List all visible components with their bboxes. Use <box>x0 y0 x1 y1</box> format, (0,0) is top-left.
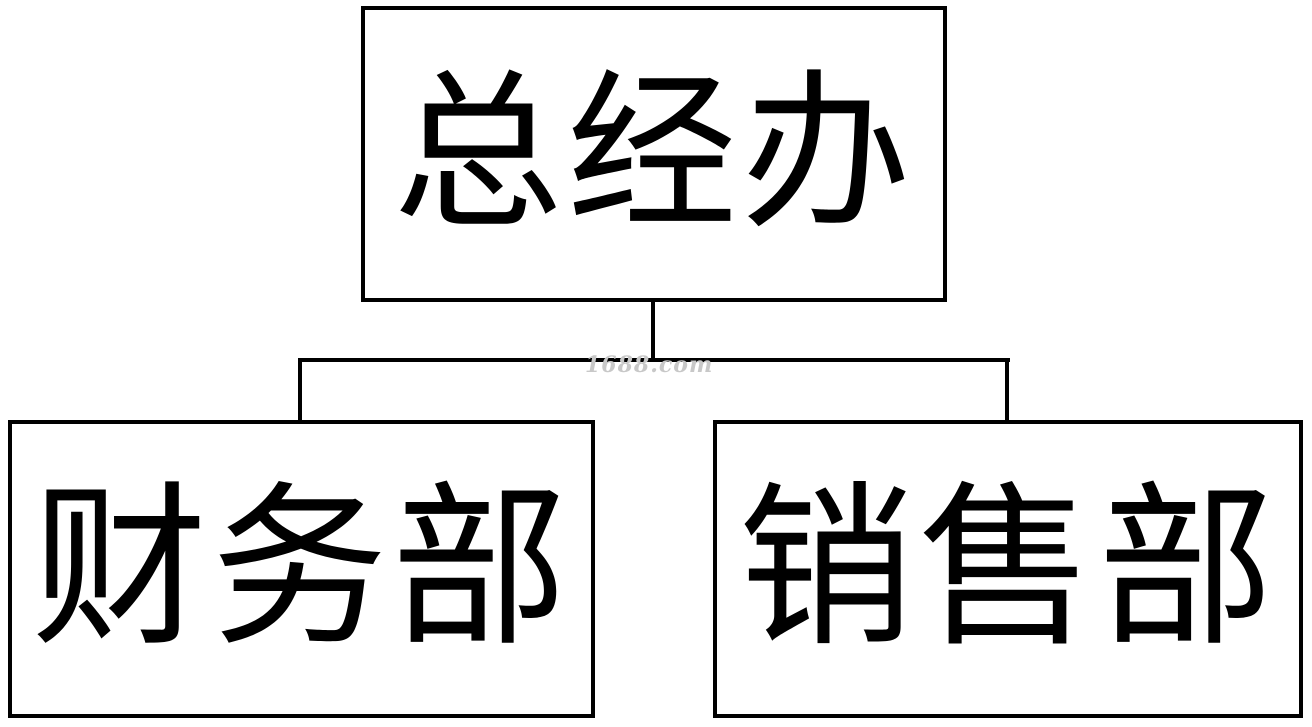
connector-drop-sales <box>1005 358 1009 422</box>
connector-drop-finance <box>298 358 302 422</box>
connector-trunk <box>651 300 655 362</box>
node-general-office: 总经办 <box>361 6 947 302</box>
node-finance-dept: 财务部 <box>8 420 595 718</box>
node-general-office-label: 总经办 <box>392 55 915 253</box>
node-finance-dept-label: 财务部 <box>31 466 572 671</box>
watermark: 1688.com <box>585 352 714 378</box>
connector-branch-bar <box>298 358 1010 362</box>
node-sales-dept: 销售部 <box>713 420 1303 718</box>
node-sales-dept-label: 销售部 <box>737 466 1278 671</box>
